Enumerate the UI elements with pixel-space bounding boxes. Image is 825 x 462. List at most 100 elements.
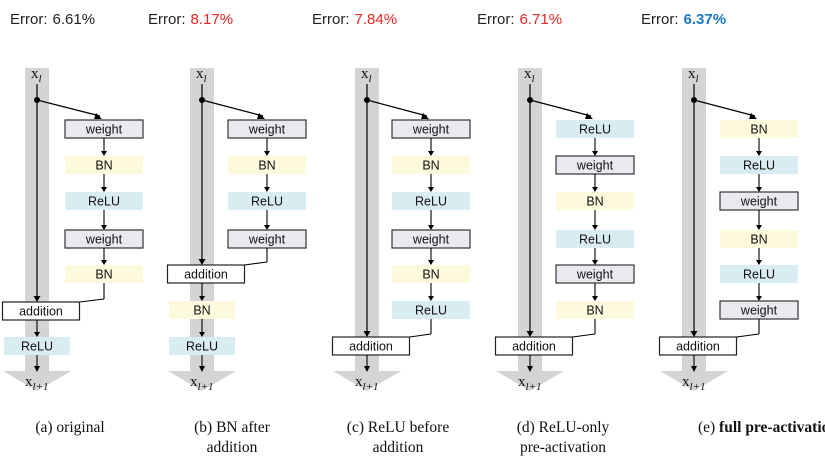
addition-block-label: addition (184, 268, 228, 282)
trunk-connector-arrow (199, 296, 205, 301)
bn-block-box (556, 192, 634, 210)
caption-line: pre-activation (520, 439, 606, 456)
error-value: 7.84% (355, 11, 398, 28)
error-value: 6.37% (684, 11, 727, 28)
branch-to-add (572, 333, 596, 338)
branch-connector-arrow (592, 151, 598, 156)
relu-block-label: ReLU (251, 195, 283, 209)
input-symbol: x (31, 66, 39, 82)
trunk-arrowhead (496, 371, 564, 391)
addition-block-label: addition (676, 340, 720, 354)
trunk-arrowhead (333, 371, 401, 391)
branch-connector-arrow (264, 151, 270, 156)
relu-block-label: ReLU (415, 304, 447, 318)
output-label: xl+1 (682, 374, 705, 393)
relu-block-box (392, 301, 470, 319)
branch-connector-arrow (428, 296, 434, 301)
branch-to-add (79, 298, 105, 303)
trunk-arrowhead (3, 371, 71, 391)
error-label: Error:6.37% (641, 11, 726, 28)
bn-block-box (720, 230, 798, 248)
branch-to-add (409, 333, 432, 338)
branch-connector-arrow (101, 225, 107, 230)
branch-arrowhead (94, 113, 102, 119)
bn-block-label: BN (95, 159, 112, 173)
addition-block-box (331, 336, 411, 356)
input-subscript: l (696, 73, 699, 85)
output-symbol: x (190, 374, 198, 390)
error-prefix: Error: (312, 11, 350, 28)
input-label: xl (31, 66, 42, 85)
bn-block-box (392, 265, 470, 283)
caption-line: (e) full pre-activation (698, 419, 825, 436)
bn-block-label: BN (258, 159, 275, 173)
branch-connector-arrow (592, 260, 598, 265)
bn-block-box (392, 156, 470, 174)
bn-block-label: BN (586, 304, 603, 318)
relu-block-label: ReLU (579, 233, 611, 247)
weight-block-label: weight (576, 159, 614, 173)
identity-arrowhead (363, 331, 371, 337)
output-label: xl+1 (518, 374, 541, 393)
output-symbol: x (25, 374, 33, 390)
caption-text: addition (207, 439, 258, 456)
relu-block-box (4, 337, 70, 355)
output-subscript: l+1 (363, 381, 379, 393)
output-label: xl+1 (25, 374, 48, 393)
error-value: 6.71% (520, 11, 563, 28)
relu-block-label: ReLU (743, 268, 775, 282)
input-subscript: l (39, 73, 42, 85)
error-label: Error:8.17% (148, 11, 233, 28)
input-label: xl (688, 66, 699, 85)
branch-connector-arrow (592, 187, 598, 192)
error-label: Error:6.61% (10, 11, 95, 28)
panel-d: Error:6.71%xlReLUweightBNReLUweightBNadd… (477, 11, 635, 456)
relu-block-box (65, 192, 143, 210)
panel-a: Error:6.61%xlweightBNReLUweightBNadditio… (1, 11, 144, 436)
branch-diagonal (693, 99, 756, 117)
branch-connector-arrow (756, 296, 762, 301)
branch-connector-arrow (756, 225, 762, 230)
caption-line: (a) original (35, 419, 104, 436)
branch-diagonal (529, 99, 592, 117)
input-symbol: x (524, 66, 532, 82)
branch-connector-arrow (264, 187, 270, 192)
relu-block-box (556, 230, 634, 248)
addition-block-box (1, 301, 81, 321)
output-symbol: x (518, 374, 526, 390)
bn-block-label: BN (193, 304, 210, 318)
branch-connector-arrow (756, 260, 762, 265)
output-subscript: l+1 (33, 381, 49, 393)
bn-block-box (720, 120, 798, 138)
output-subscript: l+1 (690, 381, 706, 393)
branch-connector-arrow (756, 187, 762, 192)
branch-connector-arrow (428, 187, 434, 192)
branch-arrowhead (749, 113, 757, 119)
branch-arrowhead (421, 113, 429, 119)
weight-block-label: weight (576, 268, 614, 282)
addition-block-label: addition (349, 340, 393, 354)
panel-b: Error:8.17%xlweightBNReLUweightadditionB… (148, 11, 307, 456)
output-symbol: x (355, 374, 363, 390)
relu-block-box (392, 192, 470, 210)
addition-block-box (658, 336, 738, 356)
input-subscript: l (204, 73, 207, 85)
relu-block-label: ReLU (743, 159, 775, 173)
branch-connector-arrow (592, 296, 598, 301)
error-label: Error:6.71% (477, 11, 562, 28)
trunk-arrowhead (168, 371, 236, 391)
input-subscript: l (532, 73, 535, 85)
output-arrow (364, 366, 370, 372)
addition-block-box (166, 264, 246, 284)
output-label: xl+1 (355, 374, 378, 393)
input-symbol: x (688, 66, 696, 82)
error-value: 8.17% (191, 11, 234, 28)
bn-block-label: BN (422, 159, 439, 173)
branch-connector-arrow (101, 260, 107, 265)
weight-block-label: weight (248, 233, 286, 247)
bn-block-box (556, 301, 634, 319)
branch-diagonal (366, 99, 428, 117)
error-prefix: Error: (10, 11, 48, 28)
output-subscript: l+1 (526, 381, 542, 393)
